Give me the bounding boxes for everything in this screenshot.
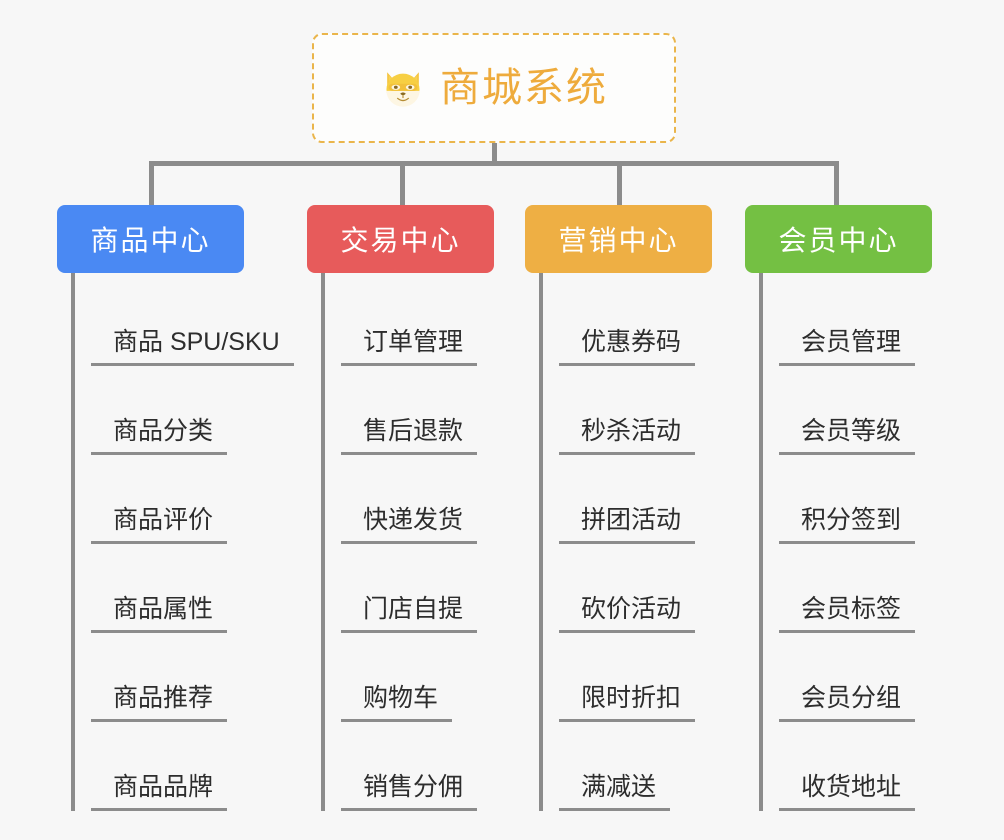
list-item-label: 会员标签 bbox=[779, 595, 916, 633]
list-item[interactable]: 销售分佣 bbox=[341, 722, 531, 811]
list-item[interactable]: 限时折扣 bbox=[559, 633, 745, 722]
list-item-label: 积分签到 bbox=[779, 506, 916, 544]
category-title: 交易中心 bbox=[340, 225, 461, 256]
list-item[interactable]: 快递发货 bbox=[341, 455, 531, 544]
leaf-list-trade-center: 订单管理 售后退款 快递发货 门店自提 购物车 销售分佣 bbox=[321, 273, 531, 811]
list-item[interactable]: 门店自提 bbox=[341, 544, 531, 633]
leaf-list-marketing-center: 优惠券码 秒杀活动 拼团活动 砍价活动 限时折扣 满减送 bbox=[539, 273, 745, 811]
list-item[interactable]: 商品评价 bbox=[91, 455, 303, 544]
list-item-label: 商品品牌 bbox=[91, 773, 228, 811]
list-item[interactable]: 商品分类 bbox=[91, 366, 303, 455]
list-item-label: 会员分组 bbox=[779, 684, 916, 722]
list-item-label: 会员等级 bbox=[779, 417, 916, 455]
category-title: 会员中心 bbox=[778, 225, 899, 256]
list-item-label: 收货地址 bbox=[779, 773, 916, 811]
leaf-list-member-center: 会员管理 会员等级 积分签到 会员标签 会员分组 收货地址 bbox=[759, 273, 965, 811]
column-product-center: 商品中心 商品 SPU/SKU 商品分类 商品评价 商品属性 商品推荐 商品品牌 bbox=[57, 205, 303, 811]
root-node[interactable]: 商城系统 bbox=[312, 33, 676, 143]
list-item-label: 限时折扣 bbox=[559, 684, 696, 722]
category-title: 商品中心 bbox=[90, 225, 211, 256]
list-item-label: 购物车 bbox=[341, 684, 453, 722]
category-header-product-center[interactable]: 商品中心 bbox=[57, 205, 244, 273]
list-item[interactable]: 会员标签 bbox=[779, 544, 965, 633]
list-item-label: 售后退款 bbox=[341, 417, 478, 455]
list-item-label: 秒杀活动 bbox=[559, 417, 696, 455]
category-header-member-center[interactable]: 会员中心 bbox=[745, 205, 932, 273]
list-item-label: 拼团活动 bbox=[559, 506, 696, 544]
list-item[interactable]: 会员管理 bbox=[779, 277, 965, 366]
connector-horizontal-bar bbox=[149, 161, 839, 166]
connector-root-stem bbox=[492, 143, 497, 163]
list-item[interactable]: 售后退款 bbox=[341, 366, 531, 455]
list-item-label: 商品属性 bbox=[91, 595, 228, 633]
list-item-label: 商品 SPU/SKU bbox=[91, 328, 294, 366]
list-item[interactable]: 积分签到 bbox=[779, 455, 965, 544]
list-item-label: 砍价活动 bbox=[559, 595, 696, 633]
list-item[interactable]: 会员等级 bbox=[779, 366, 965, 455]
list-item-label: 快递发货 bbox=[341, 506, 478, 544]
list-item[interactable]: 拼团活动 bbox=[559, 455, 745, 544]
list-item[interactable]: 商品属性 bbox=[91, 544, 303, 633]
list-item-label: 订单管理 bbox=[341, 328, 478, 366]
list-item-label: 商品分类 bbox=[91, 417, 228, 455]
leaf-list-product-center: 商品 SPU/SKU 商品分类 商品评价 商品属性 商品推荐 商品品牌 bbox=[71, 273, 303, 811]
list-item[interactable]: 商品 SPU/SKU bbox=[91, 277, 303, 366]
category-title: 营销中心 bbox=[558, 225, 679, 256]
list-item[interactable]: 购物车 bbox=[341, 633, 531, 722]
list-item-label: 销售分佣 bbox=[341, 773, 478, 811]
list-item[interactable]: 商品推荐 bbox=[91, 633, 303, 722]
column-marketing-center: 营销中心 优惠券码 秒杀活动 拼团活动 砍价活动 限时折扣 满减送 bbox=[525, 205, 745, 811]
list-item[interactable]: 砍价活动 bbox=[559, 544, 745, 633]
connector-drop-product-center bbox=[149, 163, 154, 208]
connector-drop-marketing-center bbox=[617, 163, 622, 208]
list-item-label: 商品推荐 bbox=[91, 684, 228, 722]
list-item[interactable]: 收货地址 bbox=[779, 722, 965, 811]
list-item[interactable]: 订单管理 bbox=[341, 277, 531, 366]
list-item[interactable]: 商品品牌 bbox=[91, 722, 303, 811]
column-trade-center: 交易中心 订单管理 售后退款 快递发货 门店自提 购物车 销售分佣 bbox=[307, 205, 531, 811]
category-header-trade-center[interactable]: 交易中心 bbox=[307, 205, 494, 273]
list-item[interactable]: 秒杀活动 bbox=[559, 366, 745, 455]
shiba-dog-face-icon bbox=[386, 72, 420, 107]
list-item[interactable]: 满减送 bbox=[559, 722, 745, 811]
list-item-label: 商品评价 bbox=[91, 506, 228, 544]
list-item-label: 会员管理 bbox=[779, 328, 916, 366]
list-item[interactable]: 会员分组 bbox=[779, 633, 965, 722]
connector-drop-trade-center bbox=[400, 163, 405, 208]
list-item-label: 优惠券码 bbox=[559, 328, 696, 366]
list-item-label: 满减送 bbox=[559, 773, 671, 811]
list-item-label: 门店自提 bbox=[341, 595, 478, 633]
list-item[interactable]: 优惠券码 bbox=[559, 277, 745, 366]
connector-drop-member-center bbox=[834, 163, 839, 208]
category-header-marketing-center[interactable]: 营销中心 bbox=[525, 205, 712, 273]
root-title: 商城系统 bbox=[440, 66, 608, 110]
column-member-center: 会员中心 会员管理 会员等级 积分签到 会员标签 会员分组 收货地址 bbox=[745, 205, 965, 811]
